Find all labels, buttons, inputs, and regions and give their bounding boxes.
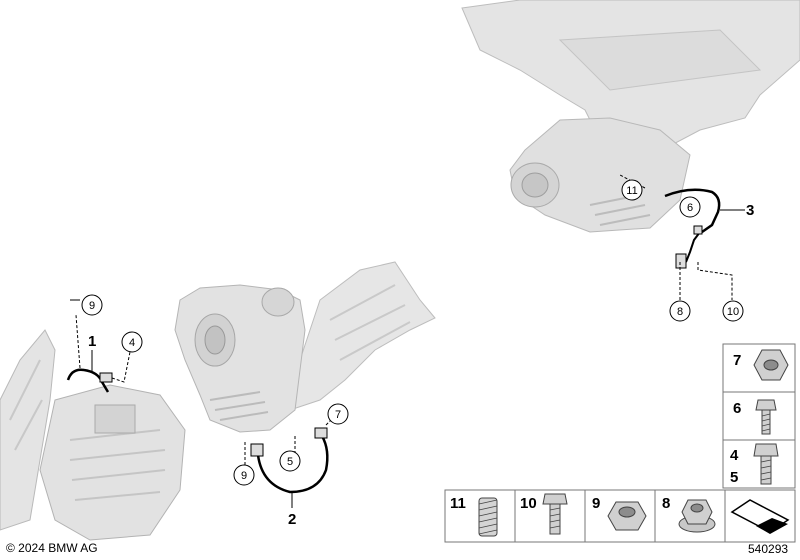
- callout-6-circle: [679, 196, 701, 218]
- callout-11: 11: [626, 185, 637, 197]
- heat-shield-ribs: [329, 284, 411, 361]
- legend-right-column: 7 6 4 5: [722, 343, 796, 489]
- left-bracket-rib: [9, 359, 43, 451]
- breather-hose-1: 1 9 4: [66, 294, 143, 393]
- nut-8-hole: [690, 503, 704, 513]
- legend-label-8: 8: [662, 495, 670, 512]
- legend-label-4: 4: [730, 447, 739, 464]
- callout-5: 5: [287, 456, 293, 468]
- callout-9a: 9: [89, 300, 95, 312]
- callout-4-circle: [121, 331, 143, 353]
- transfer-case-assembly: [174, 261, 436, 433]
- differential-flange-inner: [521, 172, 549, 198]
- hose-1-clip: [99, 372, 113, 383]
- callout-8: 8: [677, 306, 683, 318]
- insert-11-icon: [478, 497, 498, 537]
- legend-label-10: 10: [520, 495, 537, 512]
- diagram-number: 540293: [748, 542, 789, 556]
- leader-7: [325, 417, 334, 426]
- hose-3-clip: [693, 225, 703, 235]
- copyright-text: © 2024 BMW AG: [6, 541, 98, 555]
- callout-9b-circle: [233, 464, 255, 486]
- hose-3-bracket: [675, 253, 687, 269]
- callout-6: 6: [687, 202, 693, 214]
- callout-9a-circle: [81, 294, 103, 316]
- callout-11-circle: [621, 179, 643, 201]
- transfer-case-port-inner: [204, 325, 226, 355]
- legend-label-7: 7: [733, 352, 741, 369]
- hose-3-line: [664, 188, 721, 234]
- bolt-4-5-icon: [753, 443, 779, 485]
- legend-label-11: 11: [450, 495, 466, 512]
- callout-7: 7: [335, 409, 341, 421]
- legend-bottom-row: 11 10 9 8: [444, 489, 796, 543]
- hose-2-clip-left: [250, 443, 264, 457]
- callout-5-circle: [279, 450, 301, 472]
- callout-4: 4: [129, 337, 135, 349]
- legend-label-9: 9: [592, 495, 600, 512]
- callout-7-circle: [327, 403, 349, 425]
- assembly-arrow-head-icon: [756, 518, 788, 534]
- front-left-assembly: [0, 329, 186, 541]
- insert-11-thread: [478, 499, 498, 535]
- transfer-case-fins: [209, 391, 269, 421]
- leader-4: [111, 351, 131, 383]
- nut-9-hole: [618, 506, 636, 518]
- hose-2-line: [256, 435, 329, 494]
- hose-3-lower: [685, 231, 701, 263]
- leader-10: [697, 262, 733, 300]
- bolt-10-icon: [542, 493, 568, 535]
- callout-10: 10: [727, 306, 739, 318]
- nut-7-hole: [763, 359, 779, 371]
- callout-2: 2: [288, 511, 296, 528]
- legend-label-5: 5: [730, 469, 738, 486]
- bolt-10-thread: [549, 507, 561, 529]
- bolt-4-5-thread: [760, 459, 772, 481]
- transfer-case-flange: [261, 287, 295, 317]
- left-bracket: [0, 329, 56, 531]
- leader-9a: [75, 314, 81, 369]
- rear-underbody-assembly: [461, 0, 800, 233]
- breather-hose-3: 3 11 6 8 10: [619, 174, 754, 322]
- callout-10-circle: [722, 300, 744, 322]
- callout-8-circle: [669, 300, 691, 322]
- callout-3: 3: [746, 202, 754, 219]
- control-unit-block: [94, 404, 136, 434]
- control-unit: [39, 384, 186, 541]
- callout-1: 1: [88, 333, 96, 350]
- control-unit-ribs: [69, 429, 166, 501]
- bolt-6-thread: [761, 413, 771, 432]
- shield-ridge: [558, 29, 762, 91]
- heat-shield: [289, 261, 436, 411]
- legend-label-6: 6: [733, 400, 741, 417]
- breather-hose-2: 2 7 5 9: [233, 403, 349, 528]
- callout-9b: 9: [241, 470, 247, 482]
- hose-2-clip-right: [314, 427, 328, 439]
